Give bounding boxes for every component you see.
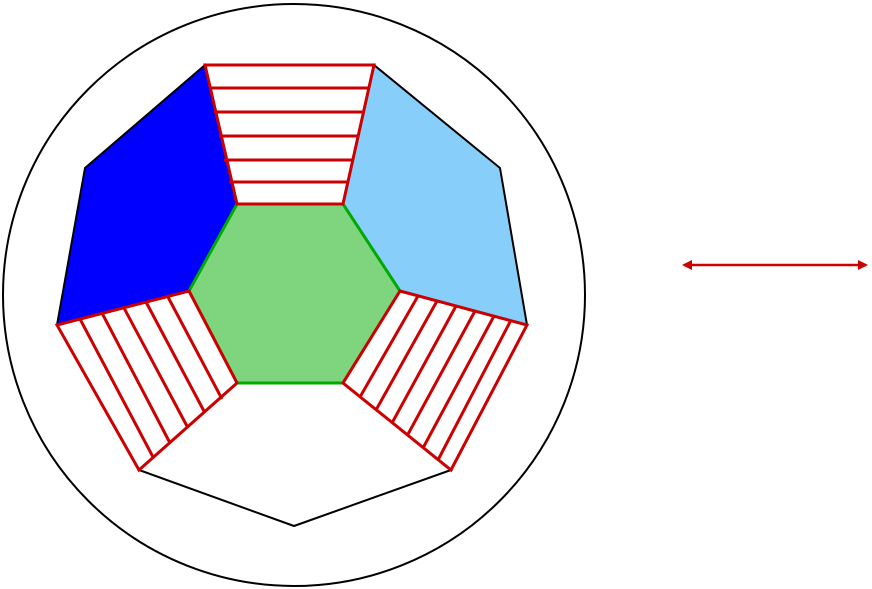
right-hatched-trapezoid (341, 289, 530, 473)
top-hatched-trapezoid (203, 63, 376, 206)
left-hatched-trapezoid (54, 289, 239, 473)
